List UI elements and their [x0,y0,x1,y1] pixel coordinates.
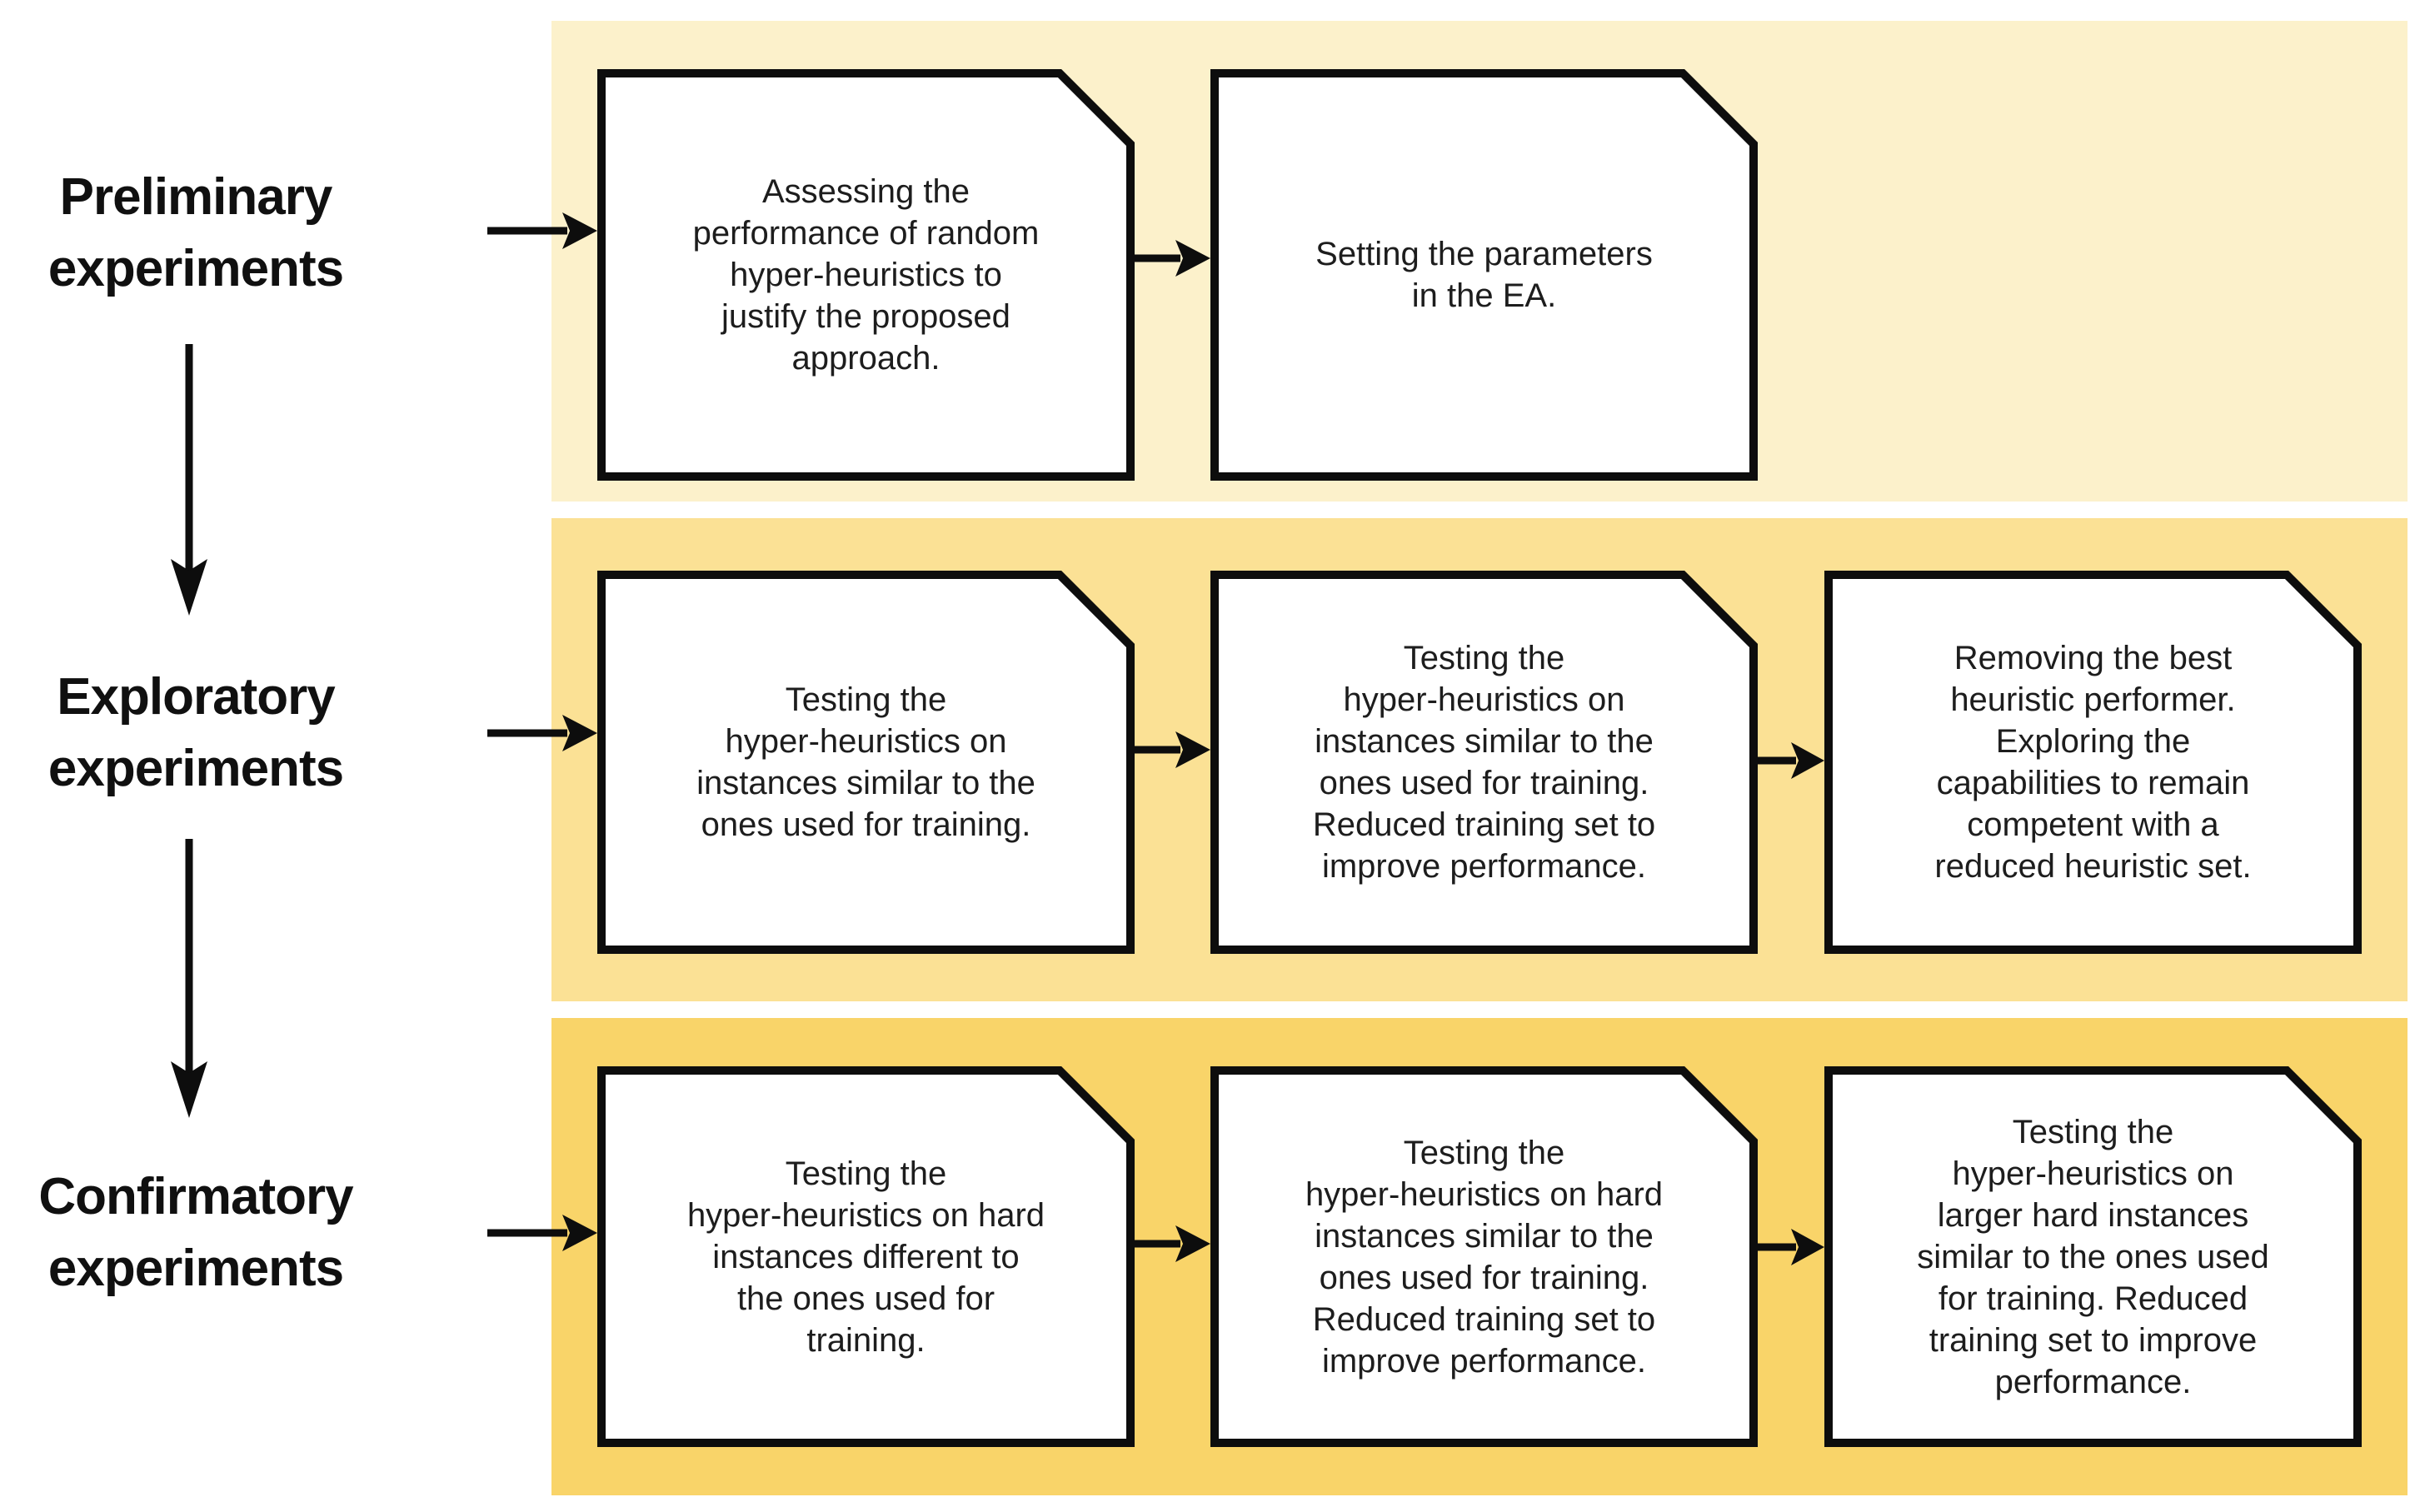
note-shape-icon [1210,1066,1758,1447]
arrow-right-icon [487,715,597,751]
note-text: Setting the parameters in the EA. [1315,236,1653,314]
note-text: Testing the hyper-heuristics on instance… [696,681,1035,843]
note-text: Testing the hyper-heuristics on hard ins… [1305,1134,1664,1380]
note-box: Assessing the performance of random hype… [597,69,1135,481]
note-box: Setting the parameters in the EA. [1210,69,1758,481]
arrow-down-icon [171,839,207,1118]
note-box: Testing the hyper-heuristics on instance… [597,571,1135,954]
note-box: Testing the hyper-heuristics on larger h… [1824,1066,2362,1447]
stage-label-exploratory: Exploratory experiments [47,668,344,797]
arrow-right-icon [1135,1225,1210,1262]
stage-label-preliminary: Preliminary experiments [47,168,344,297]
arrow-right-icon [487,212,597,249]
note-text: Testing the hyper-heuristics on hard ins… [686,1155,1045,1359]
note-box: Testing the hyper-heuristics on hard ins… [597,1066,1135,1447]
note-shape-icon [1210,571,1758,954]
note-text: Testing the hyper-heuristics on instance… [1312,640,1656,885]
note-text: Removing the best heuristic performer. E… [1934,640,2252,885]
arrow-right-icon [1758,1229,1824,1265]
stage-label-confirmatory: Confirmatory experiments [38,1168,353,1297]
arrow-right-icon [1135,731,1210,768]
note-box: Removing the best heuristic performer. E… [1824,571,2362,954]
note-shape-icon [1210,69,1758,481]
note-shape-icon [597,1066,1135,1447]
note-shape-icon [1824,1066,2362,1447]
note-shape-icon [1824,571,2362,954]
note-shape-icon [597,69,1135,481]
note-text: Assessing the performance of random hype… [692,173,1040,377]
note-box: Testing the hyper-heuristics on instance… [1210,571,1758,954]
arrow-right-icon [487,1215,597,1251]
note-text: Testing the hyper-heuristics on larger h… [1917,1113,2269,1400]
note-shape-icon [597,571,1135,954]
arrow-down-icon [171,344,207,616]
note-box: Testing the hyper-heuristics on hard ins… [1210,1066,1758,1447]
arrow-right-icon [1758,742,1824,779]
arrow-right-icon [1135,240,1210,277]
